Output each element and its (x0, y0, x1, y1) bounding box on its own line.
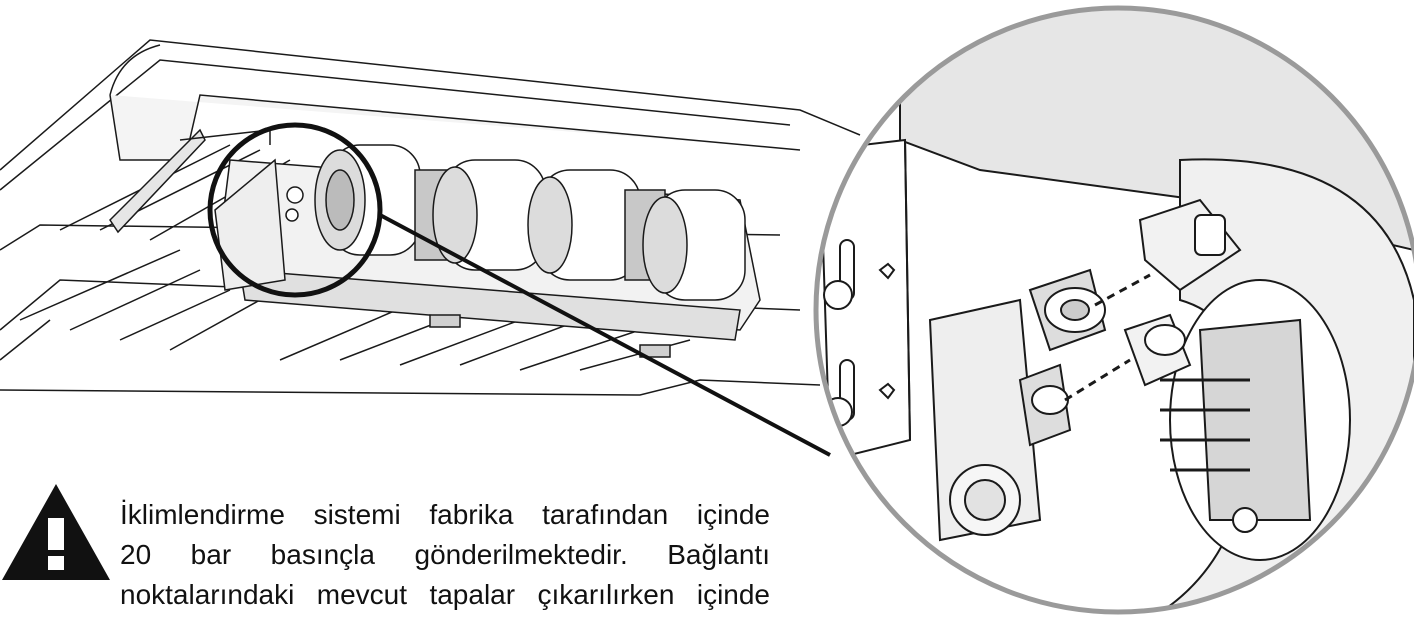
warning-line-3: noktalarındaki mevcut tapalar çıkarılırk… (120, 579, 770, 610)
warning-line-1: İklimlendirme sistemi fabrika tarafından… (120, 499, 770, 530)
detail-highlight-circle (207, 122, 383, 298)
warning-triangle-icon (2, 484, 110, 580)
detail-callout-line (379, 213, 831, 457)
blower-unit-drawing (214, 144, 761, 358)
warning-message: İklimlendirme sistemi fabrika tarafından… (120, 495, 770, 615)
zoom-detail-view (816, 8, 1414, 612)
warning-line-2: 20 bar basınçla gönderilmektedir. Bağlan… (120, 539, 770, 570)
zoom-detail-frame (813, 5, 1414, 615)
